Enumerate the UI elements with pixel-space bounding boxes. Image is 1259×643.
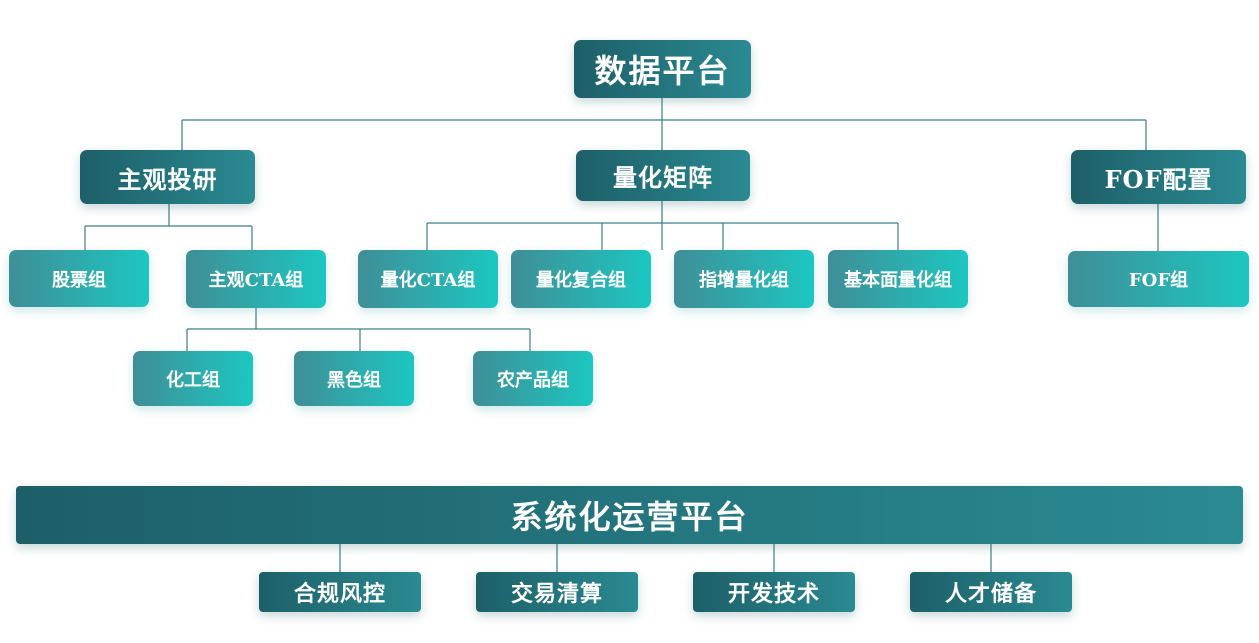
agri-group-label: 农产品组 — [497, 369, 569, 391]
agri-group-node: 农产品组 — [473, 351, 593, 406]
subjective-cta-group-node: 主观CTA组 — [186, 250, 326, 308]
fof-allocation-node: FOF配置 — [1071, 150, 1246, 204]
quant-composite-group-label: 量化复合组 — [536, 270, 626, 291]
dev-tech-node: 开发技术 — [693, 572, 855, 612]
talent-reserve-label: 人才储备 — [944, 581, 1037, 607]
quant-matrix-node: 量化矩阵 — [576, 150, 750, 201]
trade-clearing-node: 交易清算 — [476, 572, 638, 612]
quant-composite-group-node: 量化复合组 — [511, 250, 651, 308]
compliance-risk-node: 合规风控 — [259, 572, 421, 612]
index-enhanced-group-node: 指增量化组 — [674, 250, 814, 308]
quant-cta-group-node: 量化CTA组 — [358, 250, 498, 308]
stock-group-node: 股票组 — [9, 250, 149, 307]
root-label: 数据平台 — [594, 52, 731, 90]
chemical-group-label: 化工组 — [166, 369, 220, 391]
index-enhanced-group-label: 指增量化组 — [699, 270, 789, 291]
operations-platform-title: 系统化运营平台 — [510, 498, 749, 536]
fof-allocation-label: FOF配置 — [1104, 164, 1213, 194]
subjective-cta-group-label: 主观CTA组 — [208, 270, 304, 291]
stock-group-label: 股票组 — [52, 269, 106, 291]
trade-clearing-label: 交易清算 — [510, 581, 603, 607]
fof-group-node: FOF组 — [1068, 251, 1249, 307]
fundamental-quant-group-label: 基本面量化组 — [844, 270, 952, 291]
root-node: 数据平台 — [574, 40, 751, 98]
subjective-research-label: 主观投研 — [117, 164, 218, 194]
talent-reserve-node: 人才储备 — [910, 572, 1072, 612]
quant-matrix-label: 量化矩阵 — [613, 163, 713, 192]
fof-group-label: FOF组 — [1128, 270, 1189, 291]
chemical-group-node: 化工组 — [133, 351, 253, 406]
black-group-node: 黑色组 — [294, 351, 414, 406]
quant-cta-group-label: 量化CTA组 — [380, 270, 476, 291]
fundamental-quant-group-node: 基本面量化组 — [828, 250, 968, 308]
subjective-research-node: 主观投研 — [80, 150, 255, 204]
black-group-label: 黑色组 — [327, 369, 381, 391]
compliance-risk-label: 合规风控 — [293, 581, 386, 607]
operations-platform-bar: 系统化运营平台 — [16, 486, 1243, 544]
dev-tech-label: 开发技术 — [727, 581, 820, 607]
